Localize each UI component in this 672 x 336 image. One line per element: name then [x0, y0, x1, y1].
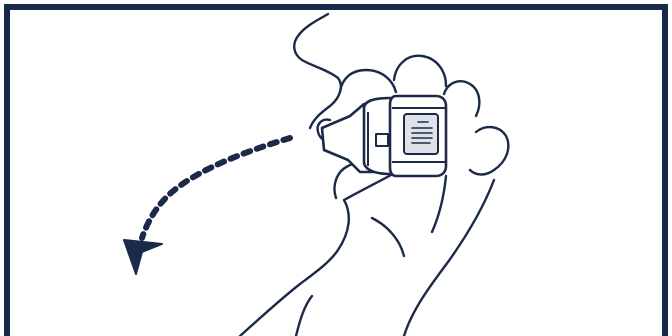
forearm-right	[404, 180, 494, 336]
curved-dotted-arrow-icon	[124, 138, 290, 274]
wrist-outline	[296, 296, 312, 336]
finger-middle	[394, 56, 446, 86]
palm-outline	[240, 170, 400, 336]
finger-index	[340, 70, 396, 92]
palm-crease	[372, 218, 404, 256]
palm-inner-line	[432, 176, 446, 232]
finger-pinky	[470, 127, 508, 174]
inhaler-device	[322, 96, 446, 176]
hand	[240, 56, 508, 336]
frame-border	[7, 7, 665, 336]
arrow-dotted-path	[142, 138, 290, 238]
arrowhead	[124, 240, 162, 274]
inhaler-label	[404, 114, 438, 154]
finger-ring	[444, 81, 479, 116]
inhaler-side-window	[376, 134, 388, 146]
face-profile	[294, 14, 341, 128]
